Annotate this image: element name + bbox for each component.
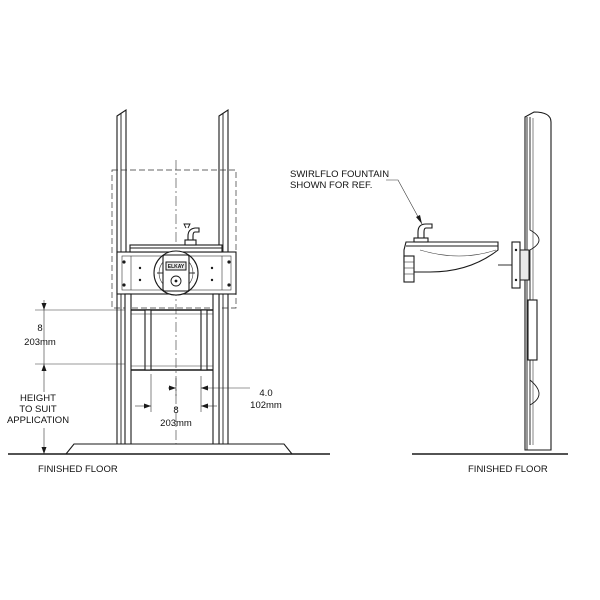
dim-width-mm: 203mm: [160, 418, 192, 429]
callout-line-1: SWIRLFLO FOUNTAIN: [290, 169, 389, 180]
dim-width-in: 8: [173, 405, 178, 416]
front-floor-label: FINISHED FLOOR: [38, 464, 118, 475]
dim-offset-4: 4.0 102mm: [168, 376, 282, 412]
fountain-outline: [111, 169, 237, 309]
front-view: ELKAY 8: [7, 108, 330, 475]
callout-line-2: SHOWN FOR REF.: [290, 180, 372, 191]
dim-height-in: 8: [37, 323, 42, 334]
side-view: SWIRLFLO FOUNTAIN SHOWN FOR REF. FINISHE…: [290, 111, 568, 475]
height-label-3: APPLICATION: [7, 415, 69, 426]
height-label-1: HEIGHT: [20, 393, 56, 404]
logo-text: ELKAY: [168, 264, 185, 270]
side-bracket: [498, 241, 530, 289]
fountain-body-front: ELKAY: [153, 250, 199, 296]
floor-base: [8, 443, 330, 455]
dim-height-to-suit: HEIGHT TO SUIT APPLICATION: [7, 374, 69, 454]
side-fountain: [403, 223, 499, 283]
dim-offset-mm: 102mm: [250, 400, 282, 411]
side-floor-label: FINISHED FLOOR: [468, 464, 548, 475]
dim-height-mm: 203mm: [24, 337, 56, 348]
height-label-2: TO SUIT: [19, 404, 56, 415]
callout-leader: [386, 179, 423, 225]
side-wall: [524, 111, 552, 451]
dim-width-8: 8 203mm: [135, 374, 217, 429]
dim-height-8: 8 203mm: [24, 300, 125, 374]
dim-offset-in: 4.0: [259, 388, 272, 399]
